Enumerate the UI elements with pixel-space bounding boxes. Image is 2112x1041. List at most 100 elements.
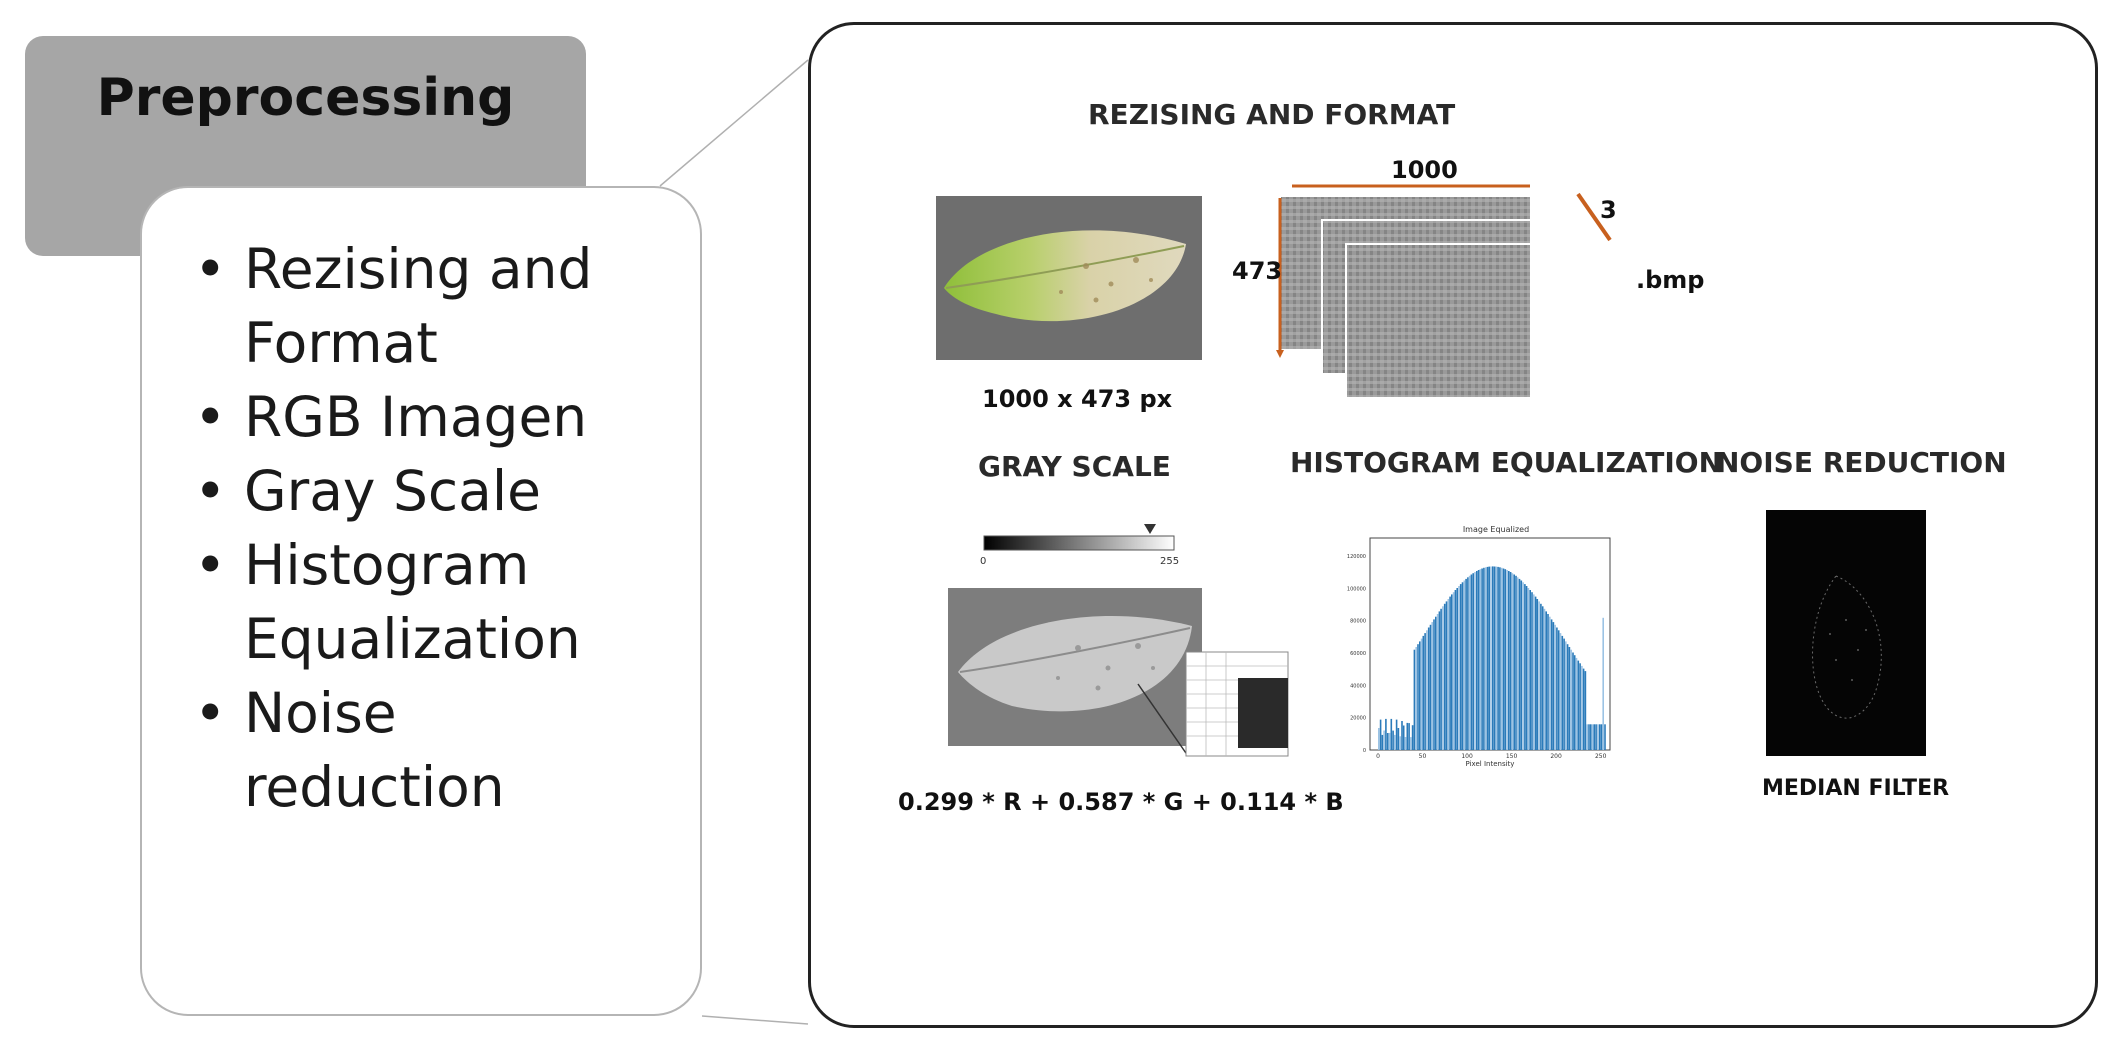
gray-scale-min: 0 xyxy=(980,556,987,567)
histogram-bar xyxy=(1440,608,1442,750)
histogram-bar xyxy=(1463,580,1466,750)
histogram-bar xyxy=(1581,665,1583,750)
noise-title: NOISE REDUCTION xyxy=(1716,446,2007,479)
histogram-bar xyxy=(1499,567,1501,750)
histogram-bar xyxy=(1545,611,1547,750)
histogram-bar xyxy=(1394,734,1396,750)
histogram-bar xyxy=(1401,721,1403,750)
histogram-bar xyxy=(1533,594,1535,750)
histogram-bar xyxy=(1492,566,1494,750)
histogram-bar xyxy=(1540,603,1542,750)
histogram-bar xyxy=(1520,580,1523,750)
histogram-bar xyxy=(1566,644,1569,750)
histogram-bar xyxy=(1383,730,1385,750)
histogram-bar xyxy=(1570,649,1572,750)
histogram-bar xyxy=(1435,616,1437,750)
histogram-bar xyxy=(1385,718,1387,750)
histogram-bar xyxy=(1495,566,1498,750)
histogram-bar xyxy=(1426,630,1428,750)
histogram-bar xyxy=(1483,567,1485,750)
histogram-bar xyxy=(1579,663,1581,750)
histogram-y-tick: 20000 xyxy=(1350,716,1366,722)
histogram-bar xyxy=(1529,590,1531,750)
histogram-bar xyxy=(1472,573,1474,750)
depth-label: 3 xyxy=(1600,196,1617,224)
histogram-bar xyxy=(1404,737,1407,750)
histogram-bar xyxy=(1449,596,1451,750)
histogram-y-tick: 40000 xyxy=(1350,683,1366,689)
histogram-bar xyxy=(1509,572,1512,750)
histogram-bar xyxy=(1541,606,1544,750)
histogram-bar xyxy=(1454,590,1457,750)
histogram-bar xyxy=(1554,624,1556,750)
histogram-bar xyxy=(1474,572,1476,750)
histogram-bar xyxy=(1413,649,1416,750)
histogram-bar xyxy=(1420,638,1423,750)
width-label: 1000 xyxy=(1391,156,1458,184)
histogram-bar xyxy=(1522,582,1524,750)
histogram-y-tick: 100000 xyxy=(1347,586,1366,592)
histogram-bar xyxy=(1552,622,1555,750)
histogram-y-tick: 60000 xyxy=(1350,651,1366,657)
histogram-bar xyxy=(1508,571,1510,750)
histogram-bar xyxy=(1422,635,1425,750)
histogram-bar xyxy=(1490,566,1492,750)
step-item: Gray Scale xyxy=(194,454,614,528)
histogram-bar xyxy=(1381,734,1384,750)
histogram-bar xyxy=(1470,574,1473,750)
histogram-x-tick: 250 xyxy=(1595,753,1607,760)
histogram-bar xyxy=(1543,608,1546,750)
histogram-xlabel: Pixel Intensity xyxy=(1466,760,1515,768)
histogram-y-tick: 0 xyxy=(1363,748,1366,754)
histogram-bar xyxy=(1559,633,1562,750)
histogram-bar xyxy=(1445,601,1448,750)
histogram-bar xyxy=(1550,619,1553,750)
histogram-bar xyxy=(1477,570,1480,750)
histogram-bar xyxy=(1598,724,1601,750)
histogram-bar xyxy=(1591,724,1594,750)
histogram-bar xyxy=(1459,584,1462,750)
median-filter-image xyxy=(1766,510,1926,756)
histogram-x-tick: 200 xyxy=(1550,753,1562,760)
histogram-bar xyxy=(1516,577,1519,750)
depth-arrow xyxy=(1576,192,1612,242)
step-item: Noise reduction xyxy=(194,676,614,824)
gray-colorbar xyxy=(983,524,1175,551)
stage-title: Preprocessing xyxy=(96,68,515,128)
histogram-x-tick: 100 xyxy=(1461,753,1473,760)
steps-list: Rezising and Format RGB Imagen Gray Scal… xyxy=(194,232,614,824)
histogram-bar xyxy=(1378,728,1380,750)
histogram-bar xyxy=(1531,592,1533,750)
histogram-bar xyxy=(1488,566,1490,750)
histogram-x-tick: 150 xyxy=(1506,753,1518,760)
histogram-bar xyxy=(1604,724,1606,750)
histogram-bar xyxy=(1504,569,1507,750)
resize-title: REZISING AND FORMAT xyxy=(1088,98,1456,131)
histogram-bar xyxy=(1468,575,1471,750)
histogram-bar xyxy=(1395,719,1398,750)
histogram-bar xyxy=(1411,725,1414,750)
size-caption: 1000 x 473 px xyxy=(982,385,1173,413)
histogram-bar xyxy=(1452,592,1455,750)
histogram-bar xyxy=(1497,566,1499,750)
step-item: Histogram Equalization xyxy=(194,528,614,676)
histogram-bar xyxy=(1419,641,1421,750)
histogram-bar xyxy=(1379,719,1382,750)
step-item: RGB Imagen xyxy=(194,380,614,454)
histogram-bar xyxy=(1556,627,1558,750)
histogram-bar xyxy=(1588,724,1590,750)
height-label: 473 xyxy=(1232,257,1283,285)
histogram-bar xyxy=(1518,578,1521,750)
histogram-bar xyxy=(1575,657,1578,750)
histogram-bar xyxy=(1493,566,1496,750)
histogram-bar xyxy=(1602,617,1604,750)
histogram-bar xyxy=(1458,586,1460,750)
histogram-bar xyxy=(1584,671,1587,750)
histogram-bar xyxy=(1424,633,1426,750)
histogram-bar xyxy=(1597,724,1599,750)
rgb-channel-stack xyxy=(1276,184,1530,399)
histogram-y-tick: 80000 xyxy=(1350,619,1366,625)
